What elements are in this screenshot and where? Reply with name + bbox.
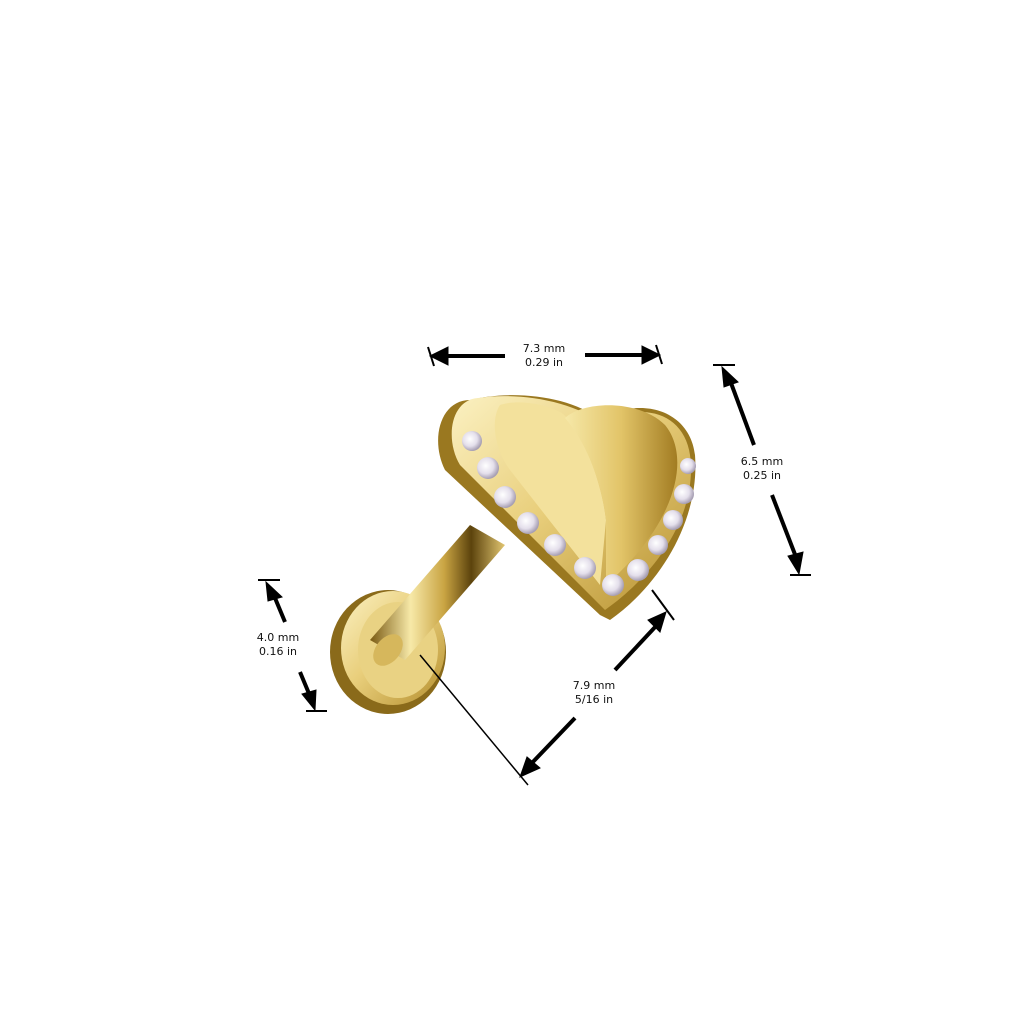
bar-length-mm: 7.9 mm [572, 679, 616, 692]
heart-width-inch: 0.29 in [524, 356, 564, 369]
crystal-pave [462, 431, 696, 596]
heart-width-mm: 7.3 mm [522, 342, 566, 355]
dimension-arrow-heart-height [713, 364, 811, 576]
bar-length-inch: 5/16 in [574, 693, 614, 706]
dimension-arrow-heart-width [427, 344, 663, 367]
dimension-arrow-bar-length [419, 589, 675, 786]
heart-height-inch: 0.25 in [742, 469, 782, 482]
dimension-label-bar-length: 7.9 mm 5/16 in [562, 679, 626, 707]
dimension-label-heart-height: 6.5 mm 0.25 in [730, 455, 794, 483]
disc-diameter-inch: 0.16 in [258, 645, 298, 658]
dimension-arrow-disc-diameter [258, 579, 327, 712]
dimension-label-disc-diameter: 4.0 mm 0.16 in [246, 631, 310, 659]
post-bar [370, 525, 505, 666]
heart-top [438, 395, 696, 620]
dimension-label-heart-width: 7.3 mm 0.29 in [512, 342, 576, 370]
disc-diameter-mm: 4.0 mm [256, 631, 300, 644]
heart-height-mm: 6.5 mm [740, 455, 784, 468]
